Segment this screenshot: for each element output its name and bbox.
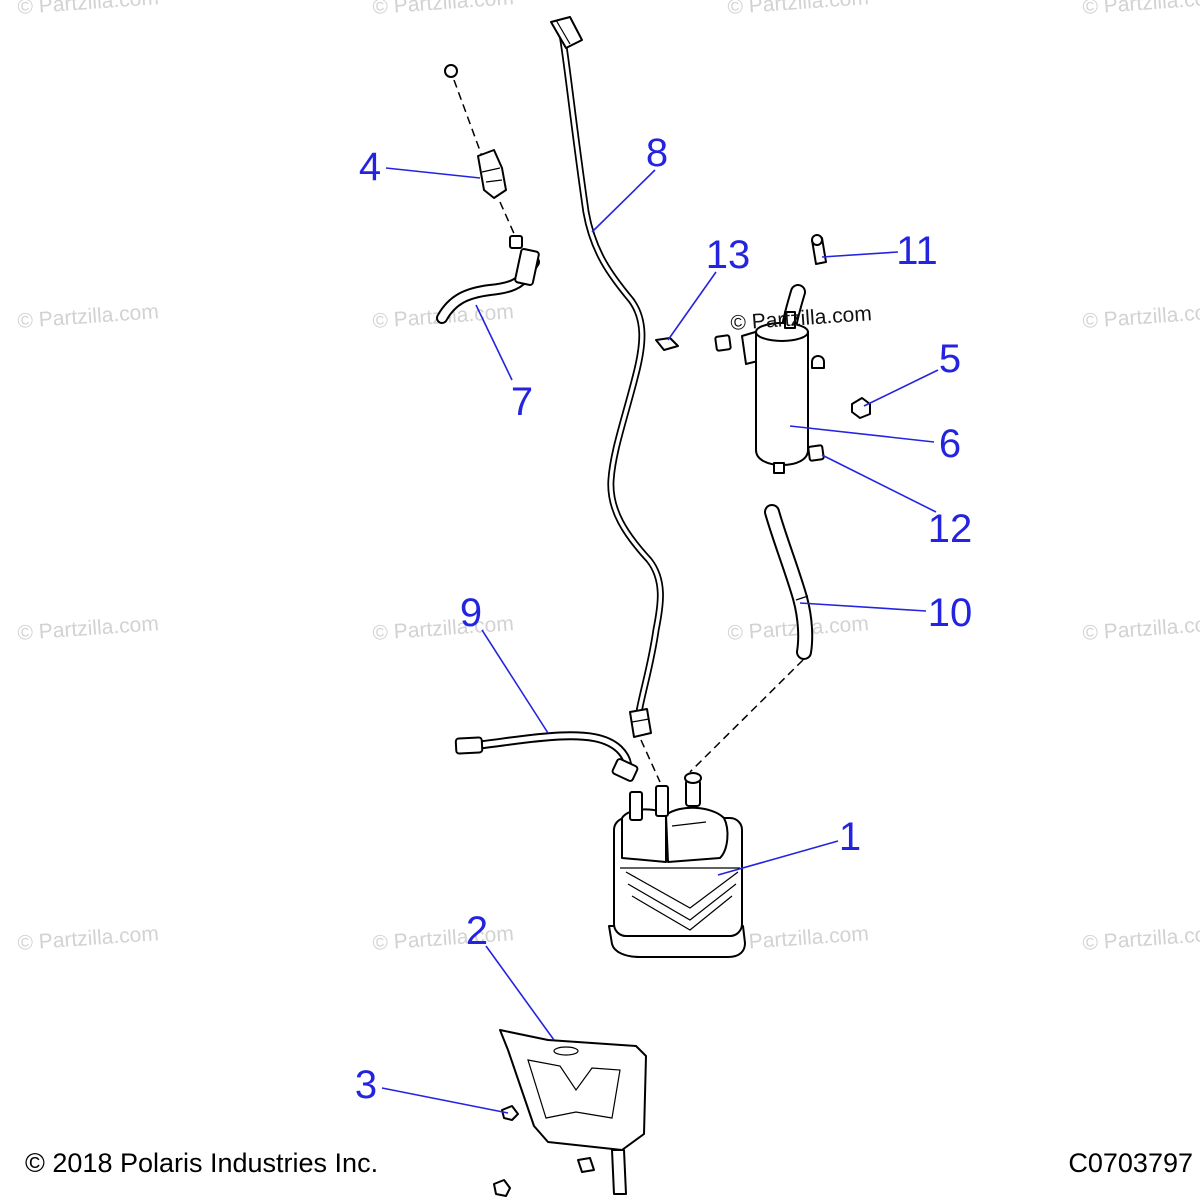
watermark: © Partzilla.com <box>17 612 160 645</box>
bracket-tab <box>611 1149 627 1195</box>
watermark: © Partzilla.com <box>372 922 515 955</box>
watermark: © Partzilla.com <box>1082 922 1200 955</box>
hose-end-fitting <box>550 16 583 49</box>
hose-connector <box>629 708 652 738</box>
part-7-hose <box>436 235 540 324</box>
callout-4: 4 <box>359 145 381 189</box>
filter-body <box>755 331 809 466</box>
callout-1: 1 <box>839 815 861 859</box>
watermark: © Partzilla.com <box>372 0 515 19</box>
hose-fill <box>477 733 631 775</box>
hose-detail <box>795 595 809 601</box>
part-3-screw <box>501 1105 519 1121</box>
part-1-evap-canister <box>608 772 746 958</box>
leader-line-11 <box>821 251 899 258</box>
canister-port <box>655 785 669 817</box>
bracket-cutout <box>527 1059 621 1119</box>
canister-port <box>629 791 643 821</box>
copyright-text: © 2018 Polaris Industries Inc. <box>25 1148 378 1178</box>
canister-ribs <box>625 871 739 931</box>
callout-5: 5 <box>939 337 961 381</box>
dashed-line <box>640 739 661 783</box>
part-10-hose <box>764 504 814 660</box>
part-2-bracket <box>499 1029 647 1195</box>
watermark: © Partzilla.com <box>17 922 160 955</box>
callout-12: 12 <box>928 507 973 551</box>
part-5-screw <box>851 397 871 419</box>
watermark: © Partzilla.com <box>1082 0 1200 19</box>
source-credit: © Partzilla.com <box>730 302 873 335</box>
callout-3: 3 <box>355 1063 377 1107</box>
hose-elbow <box>514 248 540 286</box>
canister-left-chamber <box>621 808 667 863</box>
valve-cap <box>444 64 458 78</box>
callout-13: 13 <box>706 233 751 277</box>
screw <box>493 1179 511 1197</box>
callout-9: 9 <box>460 591 482 635</box>
leader-line-9 <box>481 629 549 734</box>
part-8-vent-line <box>550 16 664 738</box>
assembly-lines <box>453 79 804 783</box>
watermark: © Partzilla.com <box>1082 300 1200 333</box>
bracket-plate <box>499 1029 647 1151</box>
callout-2: 2 <box>466 909 488 953</box>
part-12-clip <box>807 444 825 462</box>
watermark: © Partzilla.com <box>1082 612 1200 645</box>
watermark: © Partzilla.com <box>17 300 160 333</box>
leader-lines <box>381 167 939 1114</box>
leader-line-6 <box>789 425 935 443</box>
dashed-line <box>453 79 491 179</box>
part-9-vent-hose <box>454 731 639 782</box>
hose-end-cap <box>454 736 484 755</box>
hose-fill <box>766 506 812 658</box>
filter-port <box>784 311 796 329</box>
callout-8: 8 <box>646 131 668 175</box>
canister-port-cap <box>684 772 702 784</box>
small-nut <box>811 355 825 369</box>
leader-line-4 <box>385 167 481 179</box>
leader-line-12 <box>821 454 937 513</box>
callout-6: 6 <box>939 422 961 466</box>
part-6-filter <box>714 284 825 474</box>
part-4-valve <box>444 64 507 199</box>
valve-detail <box>481 167 503 183</box>
watermark: © Partzilla.com <box>372 612 515 645</box>
bracket-slot <box>553 1046 579 1056</box>
part-11-screw-head <box>811 234 823 246</box>
hose-elbow <box>611 758 639 782</box>
leader-line-10 <box>799 602 927 612</box>
filter-tab <box>714 334 732 352</box>
connector-detail <box>631 718 650 723</box>
screw <box>577 1157 595 1173</box>
watermark: © Partzilla.com <box>727 0 870 19</box>
diagram-code: C0703797 <box>1068 1148 1193 1178</box>
small-fitting <box>509 235 523 249</box>
leader-line-7 <box>475 304 513 381</box>
leader-line-3 <box>381 1087 509 1114</box>
valve-body <box>477 149 507 199</box>
watermark: © Partzilla.com <box>727 922 870 955</box>
watermark: © Partzilla.com <box>17 0 160 19</box>
leader-line-5 <box>863 369 939 407</box>
fitting-detail <box>555 19 571 45</box>
part-13-screw <box>655 337 679 351</box>
leader-line-13 <box>667 271 717 341</box>
callout-11: 11 <box>896 229 938 273</box>
canister-label <box>671 821 707 827</box>
dashed-line <box>689 659 804 773</box>
leader-line-1 <box>717 840 839 876</box>
filter-port <box>773 462 785 474</box>
callout-7: 7 <box>511 380 533 424</box>
canister-right-chamber <box>665 806 729 863</box>
leader-line-2 <box>485 945 555 1041</box>
dashed-line <box>499 201 517 239</box>
callouts: 4 8 13 11 5 6 12 7 9 10 1 2 3 <box>355 131 972 1107</box>
leader-line-8 <box>591 169 656 233</box>
callout-10: 10 <box>928 591 973 635</box>
hose-fill <box>560 32 663 714</box>
